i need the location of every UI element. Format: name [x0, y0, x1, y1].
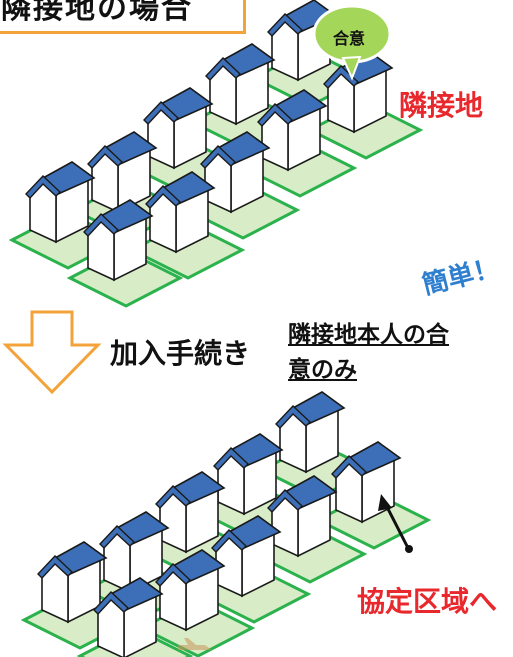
down-arrow	[2, 310, 102, 395]
house	[76, 577, 194, 657]
house	[194, 515, 312, 624]
consent-text-line-1: 隣接地本人の合	[288, 322, 449, 348]
house	[183, 131, 301, 240]
page-title: 隣接地の場合	[1, 0, 193, 26]
agreement-area-label: 協定区域へ	[357, 585, 498, 618]
house	[138, 549, 256, 657]
bubble-label: 合意	[333, 29, 366, 48]
consent-text-line-2: 意のみ	[288, 357, 357, 383]
bottom-house-block	[20, 391, 432, 657]
consent-speech-bubble	[312, 4, 392, 81]
top-house-block	[8, 0, 424, 308]
house	[82, 511, 200, 620]
house	[240, 89, 358, 198]
pointer-arrow	[378, 494, 413, 553]
airplane-icon	[178, 638, 212, 650]
house	[306, 51, 424, 160]
house	[128, 171, 246, 280]
house	[66, 199, 184, 308]
title-box: 隣接地の場合	[0, 0, 246, 34]
process-label: 加入手続き	[110, 337, 251, 370]
neighbor-label: 隣接地	[399, 89, 484, 122]
